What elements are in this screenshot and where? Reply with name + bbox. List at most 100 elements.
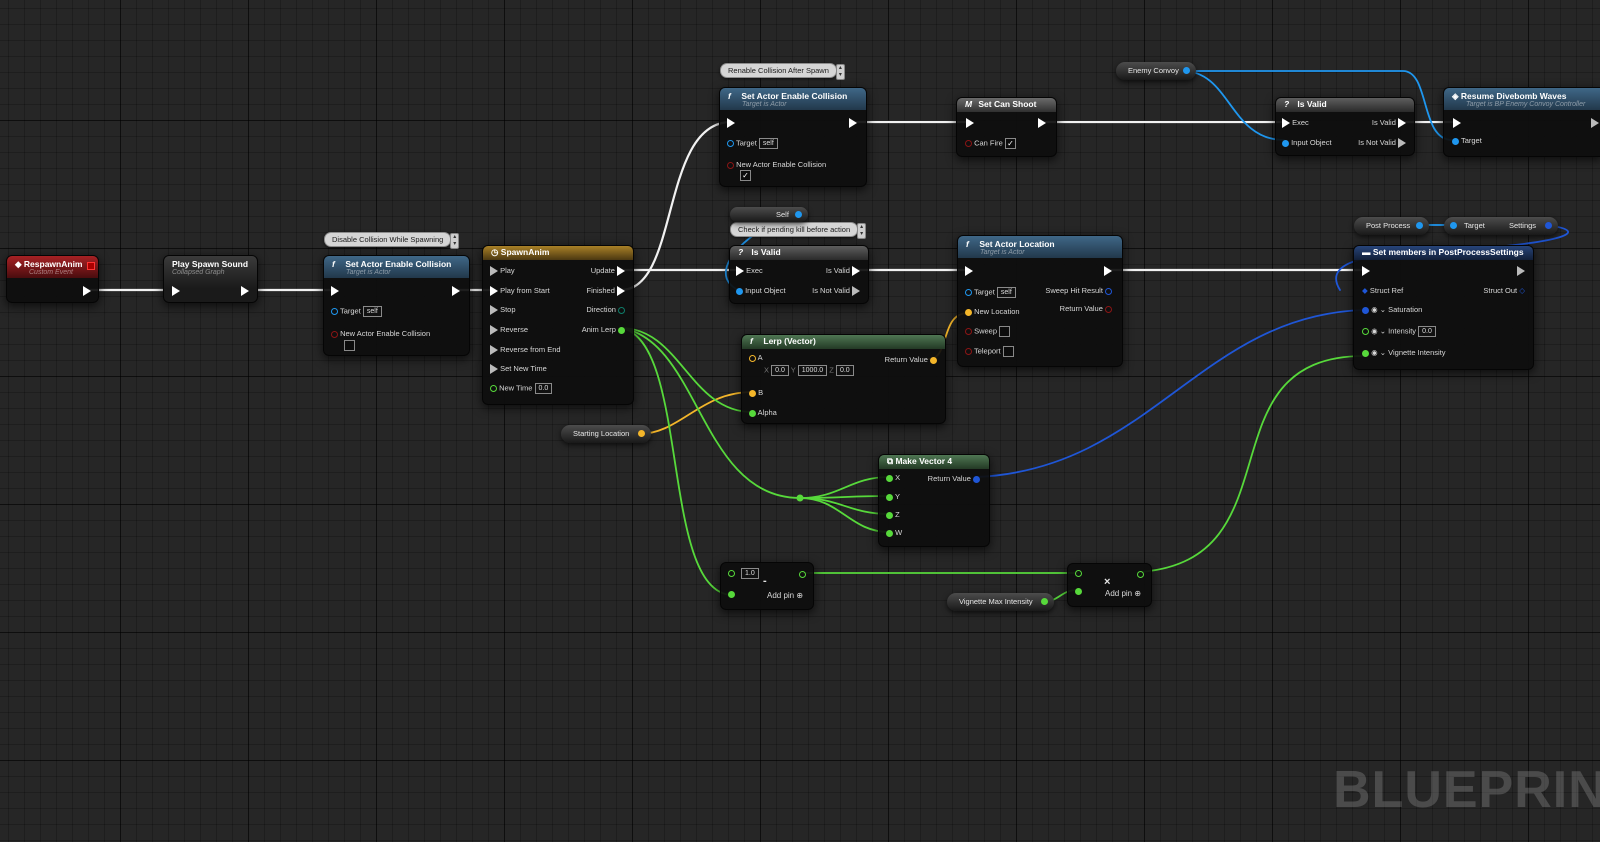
node-subtract-float[interactable]: 1.0 - Add pin ⊕ bbox=[720, 562, 814, 610]
comment-check-pending-kill[interactable]: Check if pending kill before action ▴▾ bbox=[730, 222, 867, 239]
new-actor-enable-collision-pin[interactable]: New Actor Enable Collision bbox=[331, 329, 430, 338]
sweep-pin[interactable]: Sweep bbox=[965, 326, 1011, 337]
exec-out-pin[interactable] bbox=[1517, 266, 1525, 276]
self-variable-node[interactable]: Self bbox=[730, 207, 808, 222]
x-pin[interactable]: X bbox=[886, 473, 900, 482]
finished-pin[interactable]: Finished bbox=[587, 286, 625, 297]
alpha-pin[interactable]: Alpha bbox=[749, 408, 777, 417]
float-pin-icon[interactable] bbox=[1137, 571, 1144, 578]
float-pin-icon[interactable] bbox=[1075, 570, 1082, 577]
float-pin-icon[interactable] bbox=[799, 571, 806, 578]
input-object-pin[interactable]: Input Object bbox=[736, 286, 786, 295]
y-pin[interactable]: Y bbox=[886, 492, 900, 501]
exec-out-pin[interactable] bbox=[241, 286, 249, 296]
direction-pin[interactable]: Direction bbox=[586, 305, 625, 314]
comment-handle-icon[interactable]: ▴▾ bbox=[835, 64, 845, 80]
vector-pin-icon[interactable] bbox=[638, 430, 645, 437]
comment-handle-icon[interactable]: ▴▾ bbox=[450, 233, 460, 249]
exec-pin[interactable]: Exec bbox=[736, 266, 763, 277]
anim-lerp-pin[interactable]: Anim Lerp bbox=[582, 325, 625, 334]
add-pin-button[interactable]: Add pin ⊕ bbox=[1105, 589, 1141, 598]
exec-out-pin[interactable] bbox=[1591, 118, 1599, 128]
is-valid-pin[interactable]: Is Valid bbox=[1372, 118, 1406, 129]
object-pin-icon[interactable] bbox=[795, 211, 802, 218]
exec-in-pin[interactable] bbox=[965, 266, 973, 276]
object-pin-icon[interactable] bbox=[1183, 67, 1190, 74]
target-pin[interactable]: Target self bbox=[331, 306, 382, 317]
struct-pin-icon[interactable] bbox=[1545, 222, 1552, 229]
node-set-actor-location[interactable]: f Set Actor Location Target is Actor Tar… bbox=[957, 235, 1123, 367]
intensity-value-box[interactable]: 0.0 bbox=[1418, 326, 1436, 337]
return-value-pin[interactable]: Return Value bbox=[1060, 304, 1112, 313]
a-z-value-box[interactable]: 0.0 bbox=[835, 365, 854, 376]
exec-out-pin[interactable] bbox=[83, 286, 91, 296]
exec-in-pin[interactable] bbox=[727, 118, 735, 128]
target-pin[interactable]: Target self bbox=[965, 287, 1016, 298]
float-pin-icon[interactable] bbox=[1075, 588, 1082, 595]
float-pin-icon[interactable] bbox=[1041, 598, 1048, 605]
is-not-valid-pin[interactable]: Is Not Valid bbox=[812, 286, 860, 297]
node-play-spawn-sound[interactable]: Play Spawn Sound Collapsed Graph bbox=[163, 255, 258, 303]
input-object-pin[interactable]: Input Object bbox=[1282, 138, 1332, 147]
target-pin[interactable]: Target self bbox=[727, 138, 778, 149]
target-value-box[interactable]: self bbox=[362, 306, 382, 317]
eye-icon[interactable]: ◉ bbox=[1371, 326, 1378, 336]
z-pin[interactable]: Z bbox=[886, 510, 900, 519]
exec-in-pin[interactable] bbox=[1362, 266, 1370, 276]
chevron-down-icon[interactable]: ⌄ bbox=[1379, 348, 1387, 357]
sweep-hit-result-pin[interactable]: Sweep Hit Result bbox=[1045, 286, 1112, 295]
new-time-value-box[interactable]: 0.0 bbox=[534, 383, 553, 394]
node-is-valid-pending-kill[interactable]: ? Is Valid Exec Input Object Is Valid Is… bbox=[729, 245, 869, 304]
b-pin[interactable]: B bbox=[749, 388, 763, 397]
collision-checkbox[interactable] bbox=[344, 340, 355, 351]
stop-pin[interactable]: Stop bbox=[490, 305, 516, 316]
object-pin-icon[interactable] bbox=[1450, 222, 1457, 229]
reverse-from-end-pin[interactable]: Reverse from End bbox=[490, 345, 561, 356]
comment-disable-collision[interactable]: Disable Collision While Spawning ▴▾ bbox=[324, 232, 460, 249]
target-pin[interactable]: Target bbox=[1452, 136, 1482, 145]
a-x-value-box[interactable]: 0.0 bbox=[771, 365, 789, 376]
play-pin[interactable]: Play bbox=[490, 266, 515, 277]
node-set-members-postprocess[interactable]: ▬ Set members in PostProcessSettings ◆ S… bbox=[1353, 245, 1534, 370]
new-location-pin[interactable]: New Location bbox=[965, 307, 1020, 316]
node-set-actor-enable-collision-disable[interactable]: f Set Actor Enable Collision Target is A… bbox=[323, 255, 470, 356]
saturation-pin[interactable]: ◉ ⌄ Saturation bbox=[1362, 305, 1422, 314]
intensity-pin[interactable]: ◉ ⌄ Intensity 0.0 bbox=[1362, 326, 1436, 337]
play-from-start-pin[interactable]: Play from Start bbox=[490, 286, 550, 297]
collision-checkbox[interactable]: ✓ bbox=[740, 170, 751, 181]
can-fire-checkbox[interactable]: ✓ bbox=[1004, 138, 1016, 149]
new-actor-enable-collision-pin[interactable]: New Actor Enable Collision bbox=[727, 160, 826, 169]
w-pin[interactable]: W bbox=[886, 528, 902, 537]
struct-ref-pin[interactable]: ◆ Struct Ref bbox=[1362, 286, 1403, 295]
return-value-pin[interactable]: Return Value bbox=[885, 355, 937, 364]
starting-location-variable[interactable]: Starting Location bbox=[561, 425, 651, 443]
exec-in-pin[interactable] bbox=[1453, 118, 1461, 128]
is-valid-pin[interactable]: Is Valid bbox=[826, 266, 860, 277]
eye-icon[interactable]: ◉ bbox=[1371, 305, 1378, 314]
reverse-pin[interactable]: Reverse bbox=[490, 325, 528, 336]
set-new-time-pin[interactable]: Set New Time bbox=[490, 364, 547, 375]
exec-in-pin[interactable] bbox=[331, 286, 339, 296]
a-y-value-box[interactable]: 1000.0 bbox=[797, 365, 828, 376]
struct-out-pin[interactable]: Struct Out ◇ bbox=[1483, 286, 1525, 295]
vignette-max-intensity-variable[interactable]: Vignette Max Intensity bbox=[947, 593, 1054, 611]
settings-getter-node[interactable]: Target Settings bbox=[1444, 217, 1558, 235]
eye-icon[interactable]: ◉ bbox=[1371, 348, 1378, 357]
exec-out-pin[interactable] bbox=[452, 286, 460, 296]
node-respawn-anim[interactable]: ◆ RespawnAnim Custom Event bbox=[6, 255, 99, 303]
float-pin-icon[interactable] bbox=[728, 591, 735, 598]
sweep-checkbox[interactable] bbox=[999, 326, 1011, 337]
exec-in-pin[interactable] bbox=[172, 286, 180, 296]
comment-renable-collision[interactable]: Renable Collision After Spawn ▴▾ bbox=[720, 63, 845, 80]
target-value-box[interactable]: self bbox=[996, 287, 1016, 298]
delegate-pin-icon[interactable] bbox=[87, 262, 95, 270]
add-pin-button[interactable]: Add pin ⊕ bbox=[767, 591, 803, 600]
can-fire-pin[interactable]: Can Fire ✓ bbox=[965, 138, 1016, 149]
node-resume-divebomb-waves[interactable]: ◈ Resume Divebomb Waves Target is BP Ene… bbox=[1443, 87, 1600, 157]
node-lerp-vector[interactable]: f Lerp (Vector) A X 0.0 Y 1000.0 Z 0.0 B… bbox=[741, 334, 946, 424]
new-time-pin[interactable]: New Time 0.0 bbox=[490, 383, 553, 394]
enemy-convoy-variable[interactable]: Enemy Convoy bbox=[1116, 62, 1196, 80]
node-make-vector-4[interactable]: ⧉ Make Vector 4 X Y Z W Return Value bbox=[878, 454, 990, 547]
node-is-valid-convoy[interactable]: ? Is Valid Exec Input Object Is Valid Is… bbox=[1275, 97, 1415, 156]
chevron-down-icon[interactable]: ⌄ bbox=[1379, 305, 1387, 314]
